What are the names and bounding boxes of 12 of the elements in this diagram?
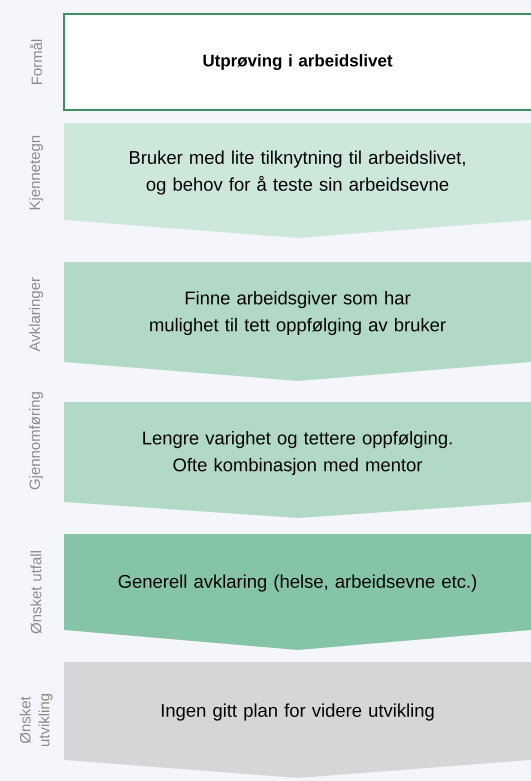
chevron-box: Generell avklaring (helse, arbeidsevne etc.) <box>64 534 531 650</box>
chevron-box: Bruker med lite tilknytning til arbeidslivet, og behov for å teste sin arbeidsevne <box>64 123 531 238</box>
row-label: Gjennomføring <box>29 392 43 490</box>
title-box: Utprøving i arbeidslivet <box>63 13 531 111</box>
chevron-box: Lengre varighet og tettere oppfølging. Ofte kombinasjon med mentor <box>64 402 531 518</box>
row-label: Ønsket utfall <box>30 551 42 634</box>
row-label: Kjennetegn <box>29 136 43 210</box>
row-label: Formål <box>30 40 42 84</box>
chevron-box: Ingen gitt plan for videre utvikling <box>64 662 531 778</box>
row-label: Avklaringer <box>29 277 43 352</box>
chevron-box: Finne arbeidsgiver som har mulighet til tett oppfølging av bruker <box>64 262 531 381</box>
row-label: Ønsket utvikling <box>20 694 52 746</box>
